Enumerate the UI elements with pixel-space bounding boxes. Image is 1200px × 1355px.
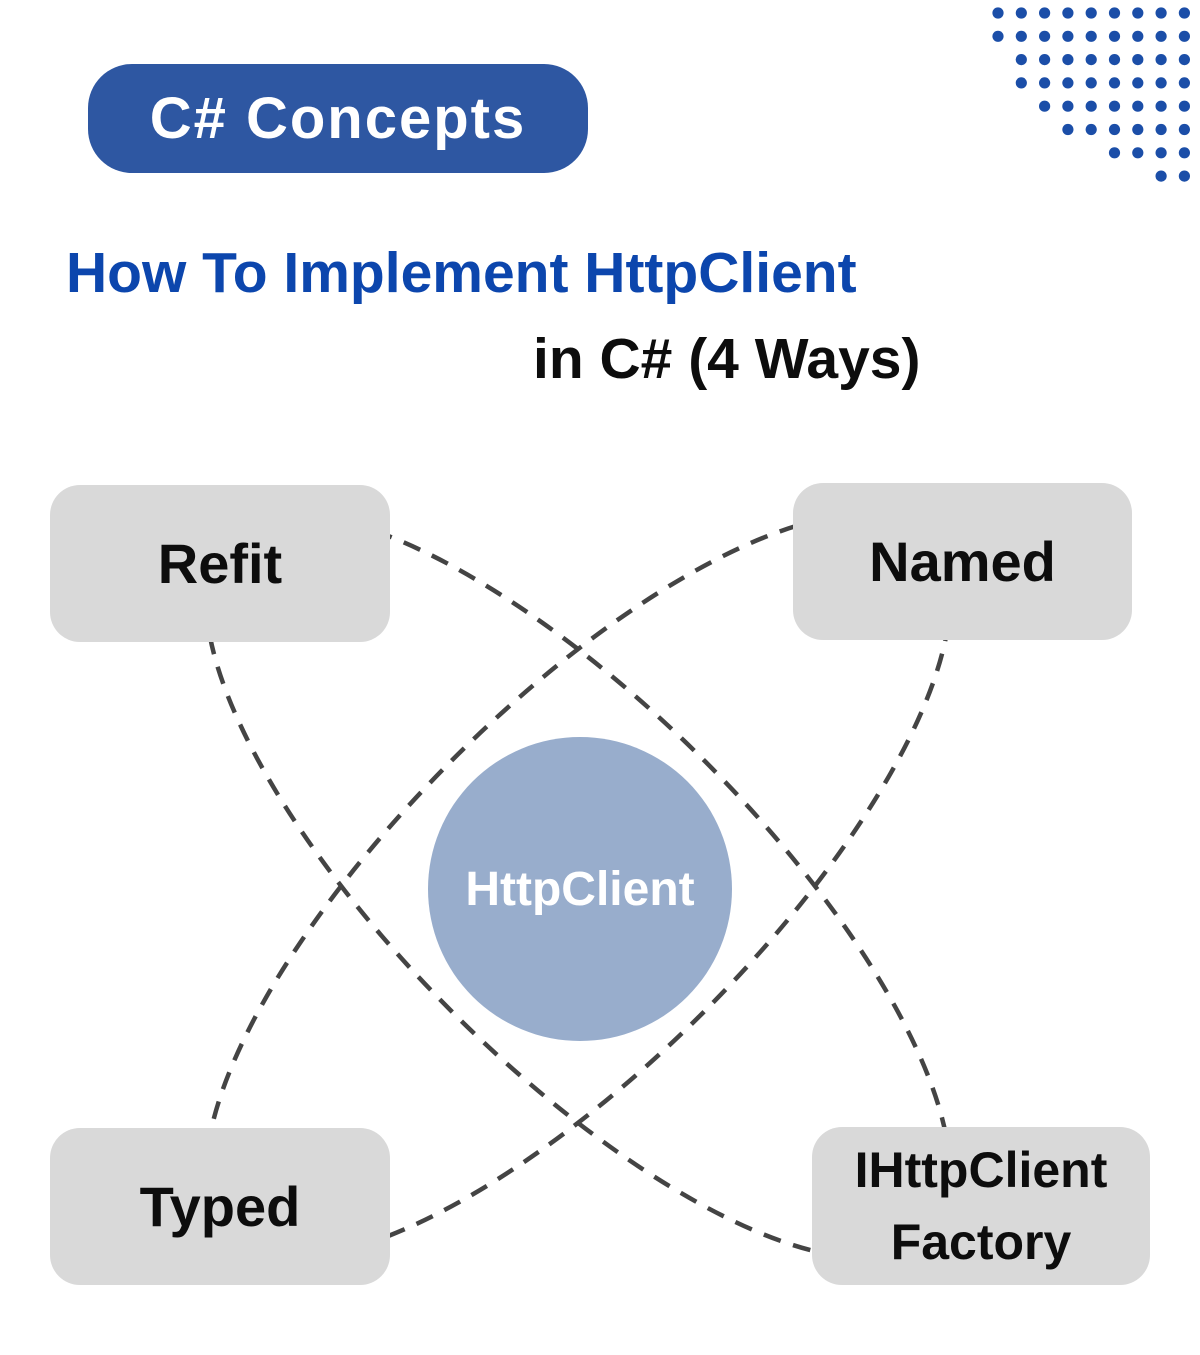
decorative-dot [1085, 123, 1097, 136]
decorative-dot [1155, 54, 1167, 66]
page-subtitle: in C# (4 Ways) [533, 327, 921, 391]
node-refit-label: Refit [157, 532, 283, 595]
decorative-dot [1062, 54, 1074, 66]
decorative-dot [1108, 123, 1121, 136]
decorative-dot [1108, 54, 1121, 66]
decorative-dot [1062, 100, 1074, 112]
badge-label: C# Concepts [149, 86, 527, 151]
decorative-dot [1085, 54, 1097, 66]
hub-label: HttpClient [465, 862, 695, 916]
decorative-dot [1108, 147, 1121, 159]
decorative-dot [1155, 30, 1167, 42]
decorative-dot [1039, 54, 1051, 66]
page-title: How To Implement HttpClient [66, 241, 857, 305]
node-typed-label: Typed [139, 1175, 301, 1238]
httpclient-hub-circle: HttpClient [428, 737, 732, 1041]
decorative-dot [1155, 7, 1167, 19]
decorative-dot [1015, 30, 1027, 42]
decorative-dot [1155, 170, 1167, 182]
node-ihttpclient-factory: IHttpClient Factory [812, 1127, 1150, 1285]
decorative-dot [1039, 7, 1051, 19]
decorative-dot [1178, 30, 1190, 42]
decorative-dot [1062, 7, 1074, 19]
decorative-dot [1132, 123, 1144, 136]
decorative-dot [1039, 100, 1051, 112]
decorative-dot [1132, 77, 1144, 89]
decorative-dot [1132, 30, 1144, 42]
node-typed: Typed [50, 1128, 390, 1285]
decorative-dot [1085, 77, 1097, 89]
decorative-dot [1178, 7, 1190, 19]
decorative-dot [1015, 54, 1027, 66]
decorative-dot [1178, 77, 1190, 89]
decorative-dot [1178, 147, 1190, 159]
decorative-dot [1062, 77, 1074, 89]
decorative-dot [1132, 100, 1144, 112]
decorative-dot [1015, 77, 1027, 89]
decorative-dot [1132, 7, 1144, 19]
decorative-dot [1039, 30, 1051, 42]
decorative-dot [1062, 30, 1074, 42]
decorative-dot [1108, 7, 1121, 19]
decorative-dot [992, 7, 1004, 19]
decorative-dot [1108, 77, 1121, 89]
decorative-dot [1155, 100, 1167, 112]
decorative-dot [1155, 147, 1167, 159]
node-ihttpclient-factory-label: IHttpClient Factory [854, 1142, 1108, 1270]
decorative-dot [1132, 54, 1144, 66]
c-sharp-concepts-badge: C# Concepts [88, 64, 588, 173]
decorative-dot [1178, 170, 1190, 182]
decorative-dot [1085, 30, 1097, 42]
decorative-dot [1085, 100, 1097, 112]
decorative-dot [1178, 100, 1190, 112]
decorative-dot [1108, 100, 1121, 112]
decorative-dot [1085, 7, 1097, 19]
decorative-dot [1015, 7, 1027, 19]
decorative-dot [1132, 147, 1144, 159]
node-refit: Refit [50, 485, 390, 642]
decorative-dot [1178, 123, 1190, 136]
decorative-dot [1178, 54, 1190, 66]
decorative-dot [1108, 30, 1121, 42]
decorative-dot [1062, 123, 1074, 136]
decorative-dot [1155, 123, 1167, 136]
node-named: Named [793, 483, 1132, 640]
node-named-label: Named [869, 530, 1056, 593]
decorative-dot [1155, 77, 1167, 89]
decorative-dot [1039, 77, 1051, 89]
decorative-dot [992, 30, 1004, 42]
corner-dot-pattern [992, 7, 1190, 182]
